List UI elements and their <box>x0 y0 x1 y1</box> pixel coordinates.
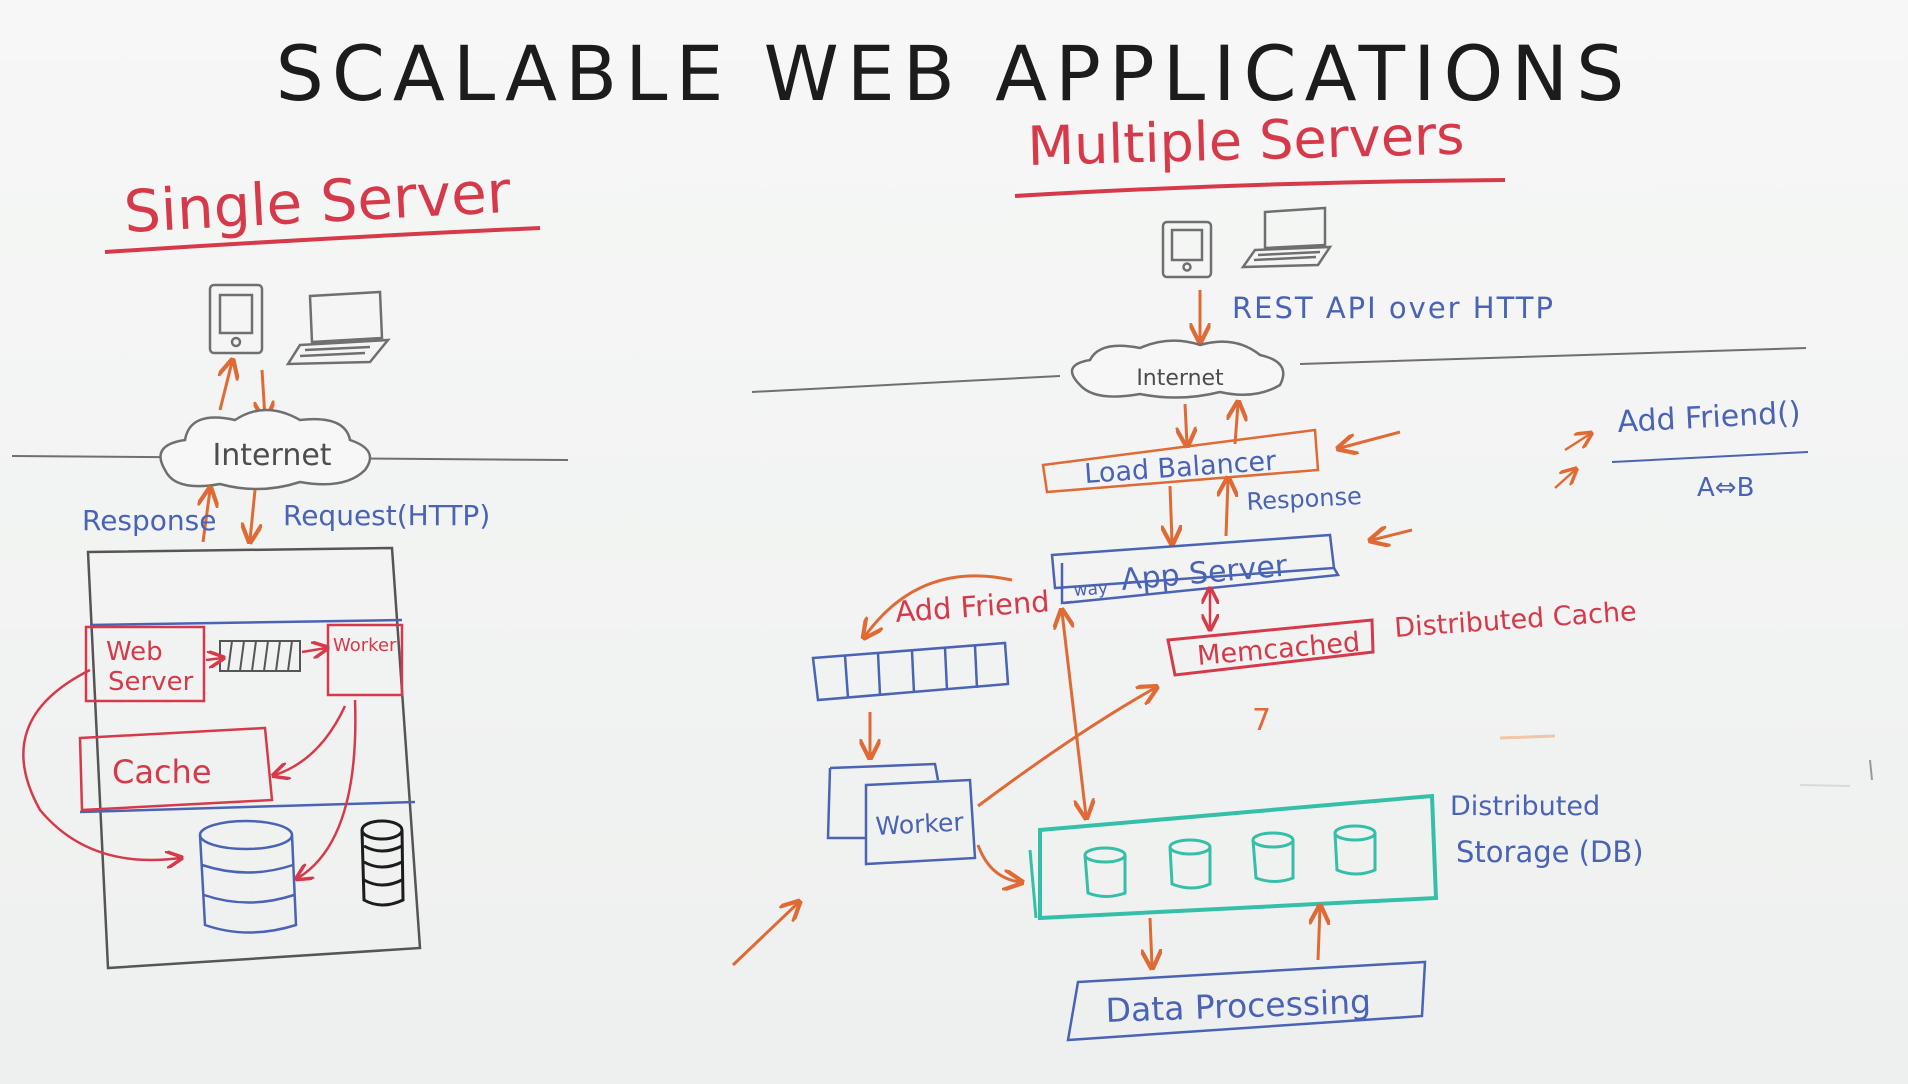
single-web-label: Web <box>106 637 163 667</box>
storage-db-1 <box>1083 846 1127 898</box>
note-arrow-2 <box>1554 470 1575 489</box>
single-box-mid-rule <box>79 800 416 814</box>
single-cache-label: Cache <box>112 753 212 791</box>
single-box-top-rule <box>89 618 403 627</box>
single-queue <box>219 640 301 672</box>
single-request-arrow <box>250 489 255 540</box>
app-storage-arrow <box>1062 612 1086 816</box>
single-response-arrow <box>203 490 210 543</box>
single-internet-label: Internet <box>212 438 331 473</box>
storage-label-line2: Storage (DB) <box>1456 835 1644 869</box>
single-worker-to-db-arrow <box>298 699 357 878</box>
single-worker-box <box>326 623 404 697</box>
single-internet-cloud: Internet <box>159 408 372 491</box>
multi-response-label: Response <box>1246 482 1363 516</box>
single-database-icon <box>198 819 298 934</box>
app-side-arrow <box>1372 530 1413 540</box>
storage-label-line1: Distributed <box>1450 791 1600 822</box>
multi-worker-box <box>826 762 977 866</box>
side-note-add-friend: Add Friend() <box>1617 395 1802 440</box>
single-disk-icon <box>360 819 405 907</box>
storage-box-edge <box>1028 849 1038 919</box>
single-heading-underline <box>104 226 541 254</box>
single-web-server-box <box>84 625 206 703</box>
lb-to-app-arrow <box>1170 485 1172 542</box>
multi-laptop-icon <box>1240 206 1333 269</box>
storage-db-icons <box>1083 824 1377 898</box>
smudge-1 <box>1499 734 1556 740</box>
single-up-arrow <box>220 362 232 411</box>
app-to-lb-arrow <box>1226 480 1228 537</box>
data-processing-label: Data Processing <box>1105 982 1372 1030</box>
multi-phone-icon <box>1161 220 1213 279</box>
load-balancer-box <box>1041 428 1320 494</box>
single-queue-to-worker-arrow <box>301 648 326 652</box>
worker-to-memcached-arrow <box>977 688 1155 808</box>
side-note-divider <box>1611 451 1809 463</box>
single-server-label: Server <box>108 667 194 697</box>
storage-db-3 <box>1251 831 1295 883</box>
multi-in-arrow <box>1185 403 1187 444</box>
multi-out-arrow <box>1235 404 1238 445</box>
side-note-relation: A⇔B <box>1697 473 1754 503</box>
storage-to-processing-arrow <box>1150 917 1152 966</box>
multi-internet-cloud: Internet <box>1070 339 1285 399</box>
multi-divider <box>751 347 1807 393</box>
add-friend-label: Add Friend <box>894 584 1051 629</box>
distributed-storage-box <box>1038 793 1439 921</box>
distributed-cache-label: Distributed Cache <box>1393 596 1637 644</box>
add-friend-curve-arrow <box>865 574 1013 636</box>
single-worker-to-cache-arrow <box>275 705 347 775</box>
smudge-3 <box>1869 759 1873 781</box>
processing-to-storage-arrow <box>1318 908 1320 961</box>
app-server-prefix: way <box>1073 579 1109 601</box>
single-server-box <box>86 546 422 970</box>
multi-internet-label: Internet <box>1136 366 1224 391</box>
storage-db-2 <box>1168 838 1212 890</box>
single-request-label: Request(HTTP) <box>283 499 490 532</box>
single-web-to-db-arrow <box>22 668 180 860</box>
worker-to-storage-arrow <box>976 844 1020 882</box>
note-arrow-1 <box>1564 434 1590 452</box>
phone-icon <box>208 283 264 355</box>
single-response-label: Response <box>82 504 216 537</box>
memcached-box <box>1166 618 1375 677</box>
single-cache-box <box>78 726 274 812</box>
lb-side-arrow <box>1340 430 1401 448</box>
single-web-to-queue-arrow <box>205 658 222 660</box>
app-server-box <box>1050 533 1341 605</box>
app-server-label: App Server <box>1120 549 1290 598</box>
multi-api-label: REST API over HTTP <box>1232 291 1555 325</box>
stray-arrow <box>731 903 798 967</box>
laptop-icon <box>285 290 391 366</box>
multi-worker-label: Worker <box>875 807 965 841</box>
load-balancer-label: Load Balancer <box>1083 446 1278 490</box>
multi-queue <box>811 641 1010 702</box>
single-worker-label: Worker <box>333 635 397 656</box>
storage-db-4 <box>1333 824 1377 876</box>
small-mark: 7 <box>1252 703 1271 738</box>
multi-heading-underline <box>1014 178 1506 198</box>
smudge-2 <box>1799 784 1851 787</box>
multi-server-heading: Multiple Servers <box>1027 104 1465 178</box>
data-processing-box <box>1066 960 1427 1042</box>
page-title: Scalable Web Applications <box>276 29 1633 118</box>
